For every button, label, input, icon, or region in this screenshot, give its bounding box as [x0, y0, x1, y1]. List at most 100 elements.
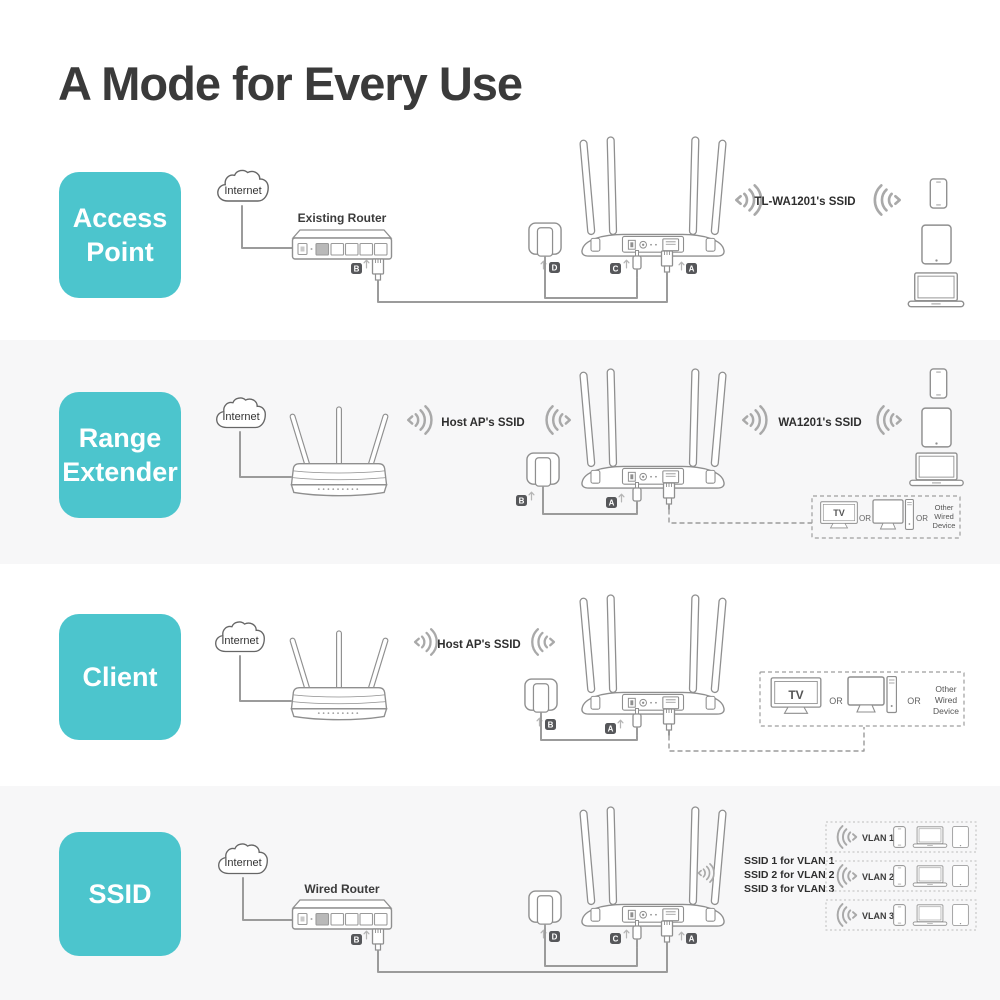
vlan-group-3: VLAN 3	[825, 899, 977, 931]
power-outlet-icon	[524, 678, 558, 716]
other-wired-device-label: Other	[935, 684, 956, 694]
tv-label: TV	[833, 508, 845, 518]
ethernet-plug-icon	[662, 708, 676, 736]
power-outlet-icon	[528, 890, 562, 928]
port-badge-a-label: A	[689, 935, 695, 944]
desktop-computer-icon	[847, 676, 897, 714]
cable-router-to-ap	[377, 946, 668, 973]
port-badge-b	[516, 495, 527, 506]
extender-ssid-label: WA1201's SSID	[778, 417, 861, 429]
up-arrow-icon	[617, 719, 624, 729]
tablet-icon	[921, 407, 952, 448]
phone-icon	[893, 865, 906, 887]
tv-label: TV	[788, 688, 803, 702]
vlan-group-2: VLAN 2	[825, 860, 977, 892]
port-badge-c	[610, 933, 621, 944]
vlan-label: VLAN 2	[862, 872, 894, 882]
port-badge-c-label: C	[613, 935, 619, 944]
cable-outlet-to-ap	[540, 715, 638, 741]
ap-ssid-label: TL-WA1201's SSID	[754, 196, 855, 208]
wired-devices-box	[811, 495, 961, 539]
mode-badge-range-extender: Range Extender	[59, 392, 181, 518]
or-label: OR	[859, 514, 871, 523]
ssid-vlan-line: SSID 3 for VLAN 3	[744, 883, 835, 895]
wifi-signal-icon	[413, 628, 438, 656]
port-badge-d	[549, 262, 560, 273]
power-outlet-icon	[526, 452, 560, 490]
existing-router-icon	[291, 229, 393, 260]
cable-ap-to-wired-devices	[668, 727, 865, 752]
mode-badge-ssid: SSID	[59, 832, 181, 956]
port-badge-b	[351, 934, 362, 945]
cable-internet-to-router	[239, 655, 292, 702]
tablet-icon	[952, 865, 969, 887]
tablet-icon	[952, 826, 969, 848]
laptop-icon	[912, 904, 948, 926]
other-wired-device-label: Device	[933, 706, 959, 716]
laptop-icon	[912, 826, 948, 848]
port-badge-d-label: D	[552, 933, 558, 942]
port-badge-a	[605, 723, 616, 734]
internet-label: Internet	[221, 635, 258, 647]
row-ssid: Internet Wired Router B D C A SSID 1 for…	[218, 806, 977, 973]
wired-router-label: Wired Router	[304, 882, 380, 896]
port-badge-a-label: A	[689, 265, 695, 274]
access-point-icon	[579, 136, 727, 257]
row-range-extender: Internet Host AP's SSID B A TV OR OR Oth…	[216, 368, 964, 539]
up-arrow-icon	[623, 259, 630, 269]
vlan-group-1: VLAN 1	[825, 821, 977, 853]
other-wired-device-label: Other	[935, 503, 954, 512]
port-badge-b-label: B	[548, 721, 554, 730]
phone-icon	[929, 178, 948, 209]
tablet-icon	[921, 224, 952, 265]
internet-label: Internet	[224, 857, 261, 869]
cable-outlet-to-ap	[544, 927, 638, 967]
internet-label: Internet	[224, 185, 261, 197]
laptop-icon	[907, 272, 965, 308]
other-wired-device-label: Wired	[934, 512, 954, 521]
phone-icon	[929, 368, 948, 399]
wired-devices-box	[759, 671, 965, 727]
up-arrow-icon	[363, 259, 370, 269]
host-router-icon	[288, 630, 390, 721]
up-arrow-icon	[678, 261, 685, 271]
or-label: OR	[829, 696, 843, 706]
or-label: OR	[907, 696, 921, 706]
cable-outlet-to-ap	[544, 259, 638, 299]
page-title: A Mode for Every Use	[58, 57, 523, 110]
cable-internet-to-router	[242, 877, 293, 921]
mode-badge-client: Client	[59, 614, 181, 740]
client-ap-icon	[579, 594, 727, 715]
port-badge-c-label: C	[613, 265, 619, 274]
port-badge-c	[610, 263, 621, 274]
host-ssid-label: Host AP's SSID	[437, 639, 520, 651]
cable-ap-to-wired-devices	[668, 509, 812, 524]
or-label: OR	[916, 514, 928, 523]
ethernet-plug-icon	[371, 258, 385, 286]
tablet-icon	[952, 904, 969, 926]
port-badge-a	[606, 497, 617, 508]
port-badge-a	[686, 933, 697, 944]
cable-internet-to-router	[241, 205, 293, 249]
power-outlet-icon	[528, 222, 562, 260]
vlan-label: VLAN 1	[862, 833, 894, 843]
ethernet-plug-icon	[660, 250, 674, 278]
ssid-vlan-line: SSID 1 for VLAN 1	[744, 855, 835, 867]
port-badge-a-label: A	[608, 725, 614, 734]
laptop-icon	[912, 865, 948, 887]
existing-router-label: Existing Router	[298, 211, 387, 225]
port-badge-b	[545, 719, 556, 730]
port-badge-b	[351, 263, 362, 274]
cable-router-to-ap	[377, 276, 668, 303]
host-ssid-label: Host AP's SSID	[441, 417, 524, 429]
port-badge-d	[549, 931, 560, 942]
port-badge-a	[686, 263, 697, 274]
row-client: Internet Host AP's SSID B A TV OR OR Oth…	[215, 594, 965, 752]
phone-icon	[893, 826, 906, 848]
internet-label: Internet	[222, 411, 259, 423]
wifi-signal-icon	[873, 184, 901, 216]
port-badge-d-label: D	[552, 264, 558, 273]
cable-internet-to-router	[239, 431, 292, 478]
other-wired-device-label: Device	[933, 521, 956, 530]
